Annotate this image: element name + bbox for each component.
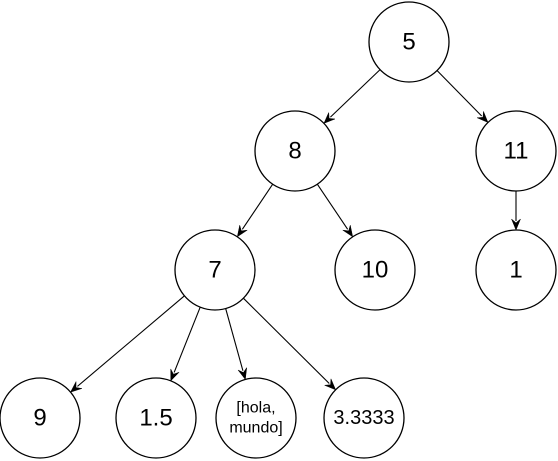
- node-n10: 10: [334, 229, 416, 311]
- node-circle: [115, 377, 197, 459]
- node-circle: [215, 377, 297, 459]
- node-label: mundo]: [229, 420, 282, 437]
- edge-line: [77, 295, 185, 387]
- arrowhead-icon: [511, 218, 521, 231]
- node-n7: 7: [174, 229, 256, 311]
- node-label: 9: [33, 405, 46, 432]
- arrowhead-icon: [70, 381, 82, 393]
- node-label: [hola,: [236, 400, 275, 417]
- edge-n7-nhola: [225, 308, 247, 381]
- node-circle: [475, 110, 557, 192]
- arrowhead-icon: [170, 368, 180, 382]
- edge-n7-n3_3333: [242, 297, 337, 391]
- node-label: 11: [504, 138, 529, 165]
- edge-n5-n8: [323, 69, 381, 124]
- node-circle: [368, 1, 450, 83]
- arrowhead-icon: [342, 225, 354, 238]
- node-circle: [334, 229, 416, 311]
- arrowhead-icon: [236, 225, 248, 238]
- arrowhead-icon: [324, 378, 337, 391]
- edge-line: [173, 306, 201, 373]
- node-circle: [323, 377, 405, 459]
- node-n1_5: 1.5: [115, 377, 197, 459]
- edge-line: [316, 183, 349, 230]
- node-n3_3333: 3.3333: [323, 377, 405, 459]
- arrowhead-icon: [476, 111, 489, 123]
- edge-line: [330, 69, 381, 118]
- node-n9: 9: [0, 377, 81, 459]
- edge-line: [225, 308, 244, 371]
- node-circle: [0, 377, 81, 459]
- edge-line: [436, 70, 483, 117]
- edge-n11-n1: [511, 191, 521, 231]
- edge-line: [242, 297, 330, 384]
- node-n11: 11: [475, 110, 557, 192]
- edge-n7-n1_5: [170, 306, 201, 382]
- node-label: 3.3333: [333, 407, 394, 429]
- node-label: 7: [208, 257, 221, 284]
- edge-n7-n9: [70, 295, 185, 393]
- node-n5: 5: [368, 1, 450, 83]
- node-n8: 8: [254, 110, 336, 192]
- arrowhead-icon: [237, 367, 247, 381]
- node-circle: [254, 110, 336, 192]
- arrowhead-icon: [323, 112, 336, 124]
- node-circle: [475, 229, 557, 311]
- node-label: 1: [509, 257, 522, 284]
- node-label: 5: [402, 29, 415, 56]
- edge-n8-n10: [316, 183, 354, 238]
- edge-line: [241, 183, 274, 230]
- node-label: 8: [288, 138, 301, 165]
- node-label: 10: [362, 257, 389, 284]
- node-label: 1.5: [139, 405, 172, 432]
- edges-layer: [70, 69, 521, 393]
- node-circle: [174, 229, 256, 311]
- edge-n5-n11: [436, 70, 489, 123]
- node-n1: 1: [475, 229, 557, 311]
- edge-n8-n7: [236, 183, 274, 238]
- node-nhola: [hola, mundo]: [215, 377, 297, 459]
